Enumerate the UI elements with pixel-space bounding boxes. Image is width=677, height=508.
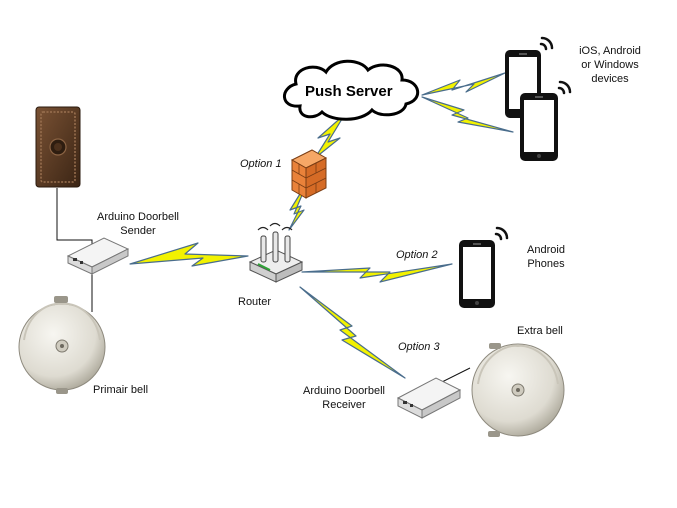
option3-label: Option 3 [398, 341, 440, 353]
bolt-router-receiver [299, 286, 406, 379]
devices-label: iOS, Android or Windows devices [579, 44, 641, 86]
firewall [290, 149, 328, 199]
primary-bell [18, 296, 106, 394]
doorbell-button [35, 106, 81, 188]
bolt-router-android [301, 263, 453, 283]
receiver-label-line1: Arduino Doorbell [303, 385, 385, 397]
sender-label-line1: Arduino Doorbell [97, 211, 179, 223]
push-server-title: Push Server [305, 83, 393, 100]
wire-receiver-to-extra-bell [441, 367, 471, 383]
router [248, 222, 304, 283]
sender-label-line2: Sender [120, 225, 156, 237]
arduino-sender-box [66, 237, 130, 275]
wireless-links [129, 72, 514, 379]
bolt-sender-router [129, 242, 249, 267]
devices-label-line1: iOS, Android [579, 45, 641, 57]
primary-bell-label: Primair bell [93, 384, 149, 396]
arduino-receiver-box [396, 377, 462, 419]
bolt-cloud-phone-top [421, 72, 506, 96]
android-phones-label-line1: Android [527, 244, 565, 256]
extra-bell [471, 343, 565, 437]
push-server-cloud [283, 59, 419, 121]
receiver-label-line2: Receiver [322, 399, 366, 411]
android-phones-label-line2: Phones [527, 258, 565, 270]
android-phone [459, 226, 509, 308]
receiver-label: Arduino Doorbell Receiver [303, 384, 385, 412]
option2-label: Option 2 [396, 249, 438, 261]
sender-label: Arduino Doorbell Sender [97, 210, 179, 238]
devices-label-line3: devices [591, 73, 629, 85]
wires [56, 188, 471, 383]
bolt-cloud-phone-bottom [421, 96, 514, 133]
phone-middle [520, 80, 572, 161]
android-phones-label: Android Phones [527, 243, 565, 271]
wire-button-to-sender [56, 188, 93, 245]
devices-label-line2: or Windows [581, 59, 639, 71]
extra-bell-label: Extra bell [517, 325, 563, 337]
option1-label: Option 1 [240, 158, 282, 170]
router-label: Router [238, 296, 272, 308]
